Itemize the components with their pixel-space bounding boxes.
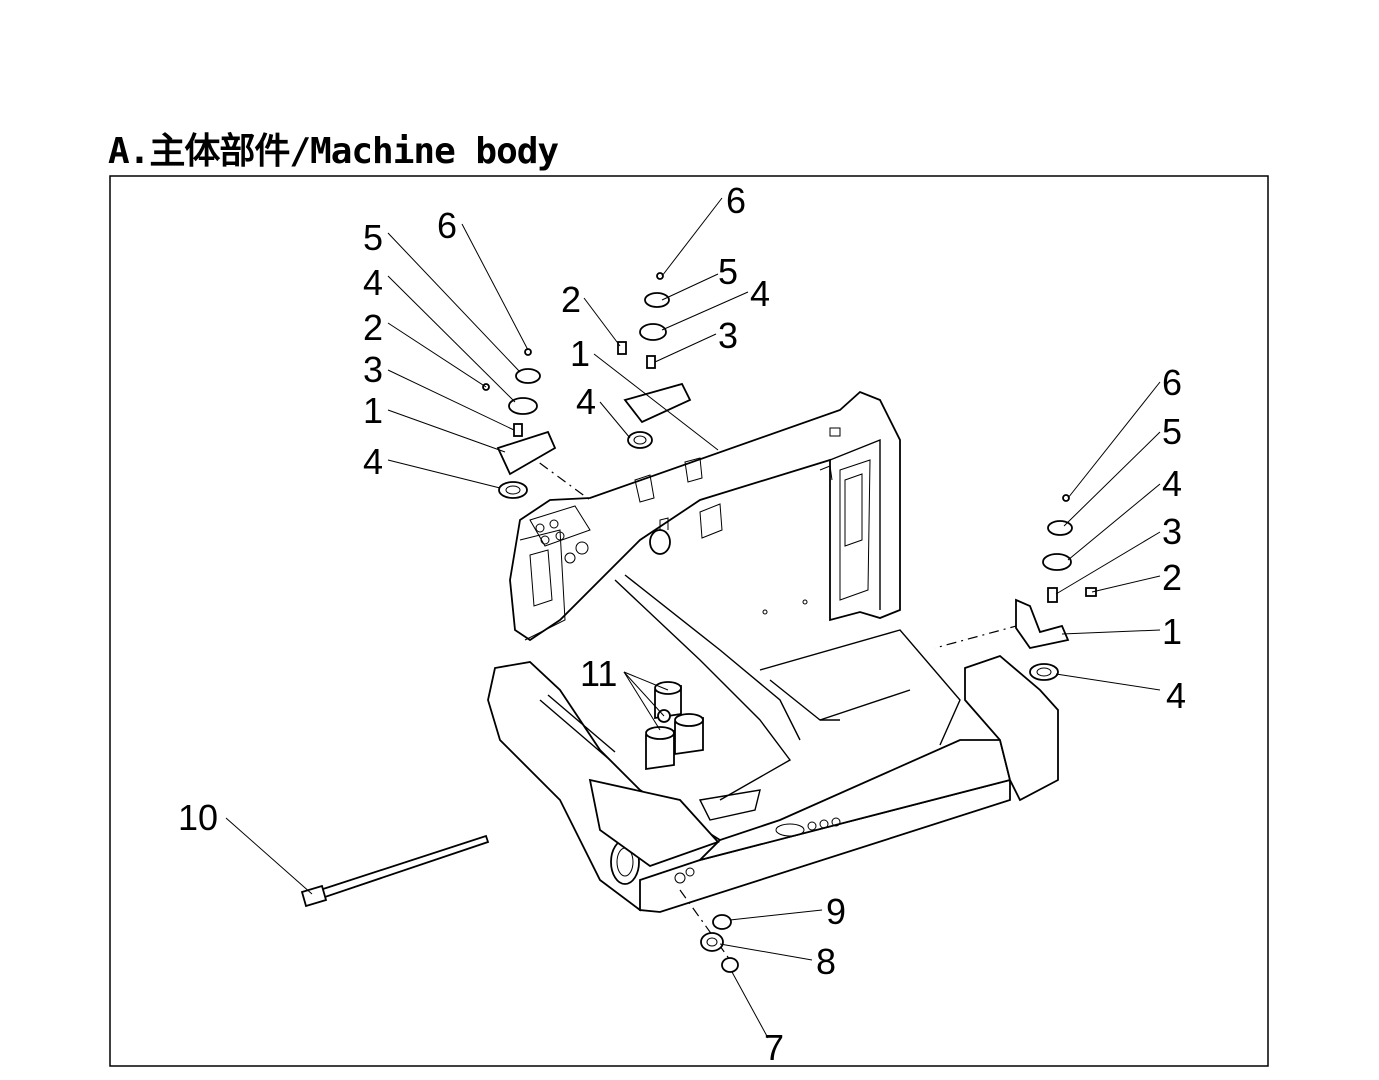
rubber-cushions: [645, 681, 704, 771]
diagram-frame: [109, 175, 1269, 1067]
machine-base: [487, 574, 1059, 913]
callout-left-5: 5: [363, 217, 383, 258]
callout-left-1: 1: [363, 390, 383, 431]
callout-right-3: 3: [1162, 511, 1182, 552]
callout-center-2: 2: [561, 279, 581, 320]
callout-9: 9: [826, 891, 846, 932]
callout-right-6: 6: [1162, 362, 1182, 403]
callout-left-4a: 4: [363, 262, 383, 303]
center-hinge-group: [617, 272, 692, 449]
axis-left: [521, 449, 591, 501]
right-hinge-group: [1015, 494, 1097, 681]
machine-arm: [509, 390, 901, 642]
callout-right-1: 1: [1162, 611, 1182, 652]
callout-center-5: 5: [718, 251, 738, 292]
callout-center-3: 3: [718, 315, 738, 356]
callout-11: 11: [580, 653, 617, 694]
callout-right-5: 5: [1162, 411, 1182, 452]
axis-right: [934, 624, 1021, 649]
callout-center-4a: 4: [750, 273, 770, 314]
callout-center-1: 1: [570, 333, 590, 374]
callout-10: 10: [178, 797, 218, 838]
callout-right-4a: 4: [1162, 463, 1182, 504]
callout-right-4b: 4: [1166, 675, 1186, 716]
callout-center-4b: 4: [576, 381, 596, 422]
callout-left-4b: 4: [363, 441, 383, 482]
bottom-parts: [700, 914, 739, 973]
callout-left-6: 6: [437, 205, 457, 246]
callout-7: 7: [764, 1027, 784, 1068]
callout-numbers: 5 4 2 3 1 4 6 6 5 4 3 2 1 4 6 5 4 3 2 1 …: [178, 180, 1186, 1068]
callout-left-3: 3: [363, 349, 383, 390]
callout-center-6: 6: [726, 180, 746, 221]
cable-strap: [300, 834, 490, 908]
left-hinge-group: [482, 348, 557, 499]
callout-8: 8: [816, 941, 836, 982]
page-title: A.主体部件/Machine body: [108, 131, 559, 172]
axis-bottom: [679, 889, 731, 961]
leader-lines: [225, 197, 1161, 1039]
callout-left-2: 2: [363, 307, 383, 348]
callout-right-2: 2: [1162, 557, 1182, 598]
